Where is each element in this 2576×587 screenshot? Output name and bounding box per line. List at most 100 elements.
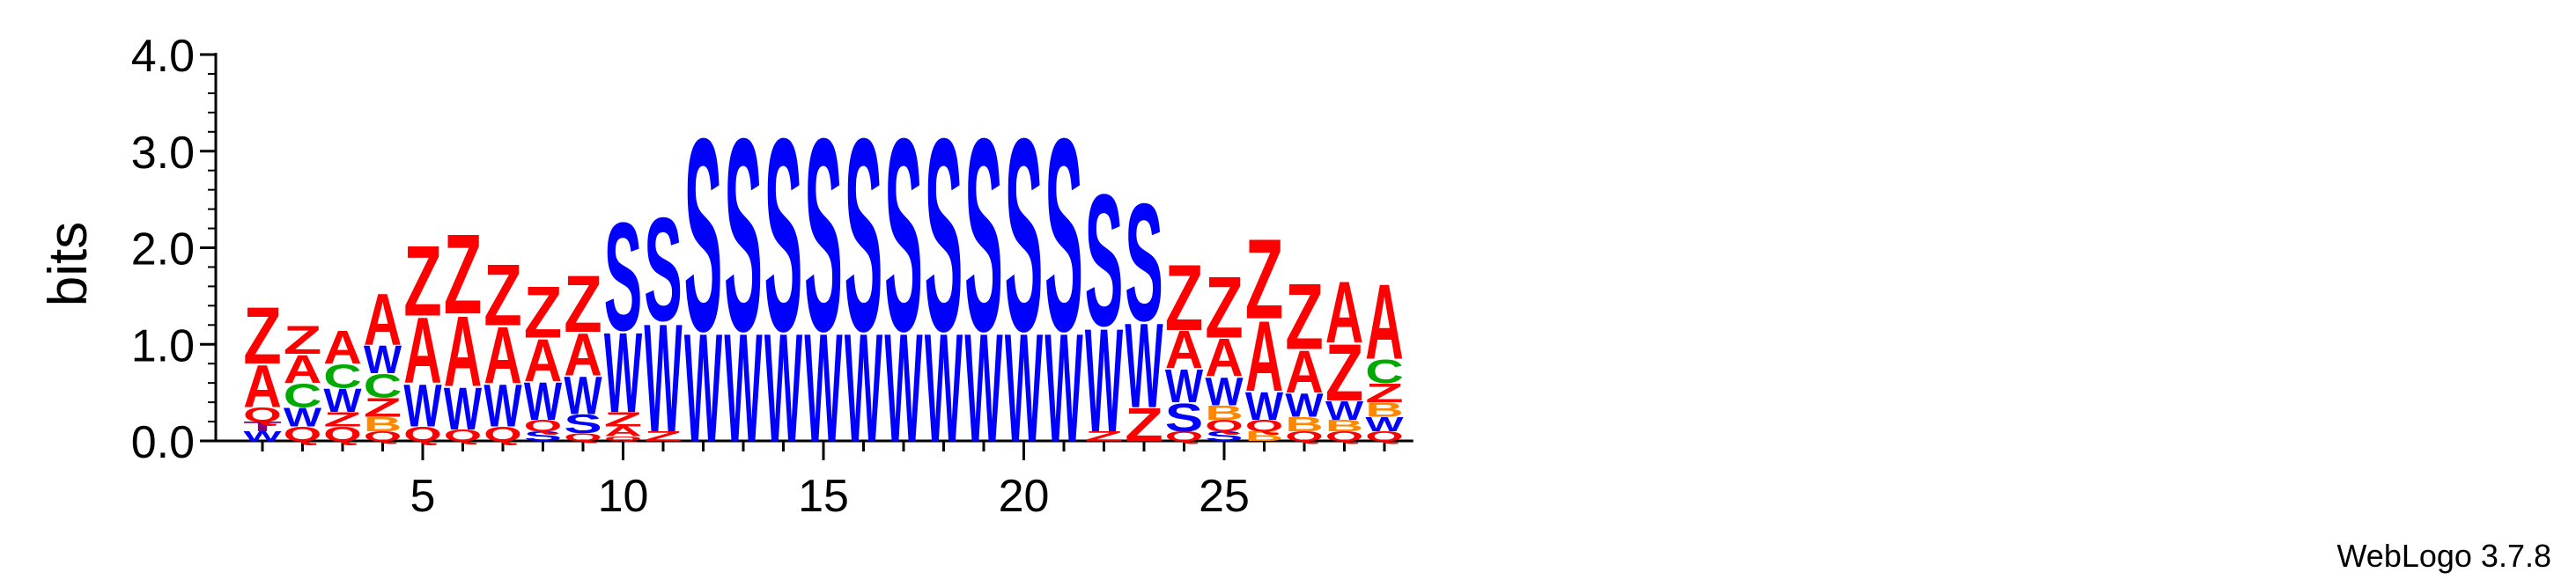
y-axis: 0.01.02.03.04.0: [131, 31, 218, 468]
x-tick-label: 10: [598, 471, 649, 522]
logo-letter-w: W: [964, 303, 1002, 475]
logo-letter-s: S: [684, 81, 722, 388]
logo-letter-a: A: [403, 299, 441, 403]
logo-letter-w: W: [1125, 297, 1163, 433]
logo-letter-a: A: [284, 348, 322, 392]
logo-letter-z: Z: [524, 272, 562, 354]
logo-letter-q: Q: [1245, 416, 1283, 435]
logo-letter-c: C: [323, 357, 361, 395]
logo-letter-z: Z: [1205, 260, 1243, 356]
logo-letter-w: W: [524, 372, 562, 432]
logo-letter-a: A: [1165, 319, 1203, 379]
logo-letter-a: A: [1205, 327, 1243, 387]
logo-letter-q: Q: [444, 426, 482, 444]
logo-letter-w: W: [804, 303, 842, 475]
logo-letter-w: W: [243, 429, 282, 444]
logo-letter-z: Z: [1245, 216, 1283, 343]
logo-letter-s: S: [1205, 429, 1243, 444]
logo-letter-w: W: [604, 309, 642, 437]
logo-letter-z: Z: [1125, 400, 1163, 451]
y-tick-label: 4.0: [131, 31, 195, 82]
letter-stacks: WTQAZQWCAZQZWCAQBZCWAQWAZQWAZQWAZSQWAZQS…: [243, 81, 1404, 474]
logo-letter-b: B: [1205, 401, 1244, 424]
logo-letter-q: Q: [1165, 429, 1203, 444]
logo-letter-z: Z: [444, 211, 482, 339]
logo-letter-q: Q: [1365, 429, 1403, 444]
logo-letter-q: Q: [1205, 416, 1243, 435]
logo-letter-s: S: [964, 81, 1002, 388]
logo-letter-b: B: [1245, 429, 1284, 444]
logo-letter-w: W: [684, 303, 722, 475]
logo-letter-w: W: [444, 376, 482, 443]
logo-letter-q: Q: [403, 423, 441, 446]
logo-letter-w: W: [483, 372, 521, 439]
logo-letter-w: W: [644, 293, 682, 466]
logo-letter-w: W: [1085, 299, 1123, 464]
logo-letter-s: S: [1085, 156, 1123, 365]
logo-letter-w: W: [724, 303, 762, 475]
y-tick-label: 2.0: [131, 224, 195, 275]
logo-letter-z: Z: [284, 318, 321, 363]
logo-letter-z: Z: [1285, 265, 1323, 370]
logo-letter-w: W: [845, 303, 882, 475]
logo-letter-z: Z: [483, 247, 521, 344]
logo-letter-z: Z: [243, 292, 281, 382]
logo-letter-s: S: [1005, 81, 1043, 388]
logo-letter-z: Z: [1325, 328, 1363, 418]
logo-letter-q: Q: [243, 404, 281, 427]
logo-letter-s: S: [764, 81, 802, 388]
x-tick-label: 5: [410, 471, 436, 522]
logo-letter-s: S: [884, 81, 922, 388]
logo-letter-q: Q: [284, 423, 321, 446]
logo-letter-s: S: [564, 409, 602, 439]
logo-letter-z: Z: [323, 408, 361, 431]
logo-letter-w: W: [1245, 384, 1284, 429]
logo-letter-s: S: [804, 81, 842, 388]
logo-letter-z: Z: [403, 225, 441, 337]
logo-letter-w: W: [1044, 303, 1082, 475]
logo-letter-b: B: [1365, 399, 1404, 422]
logo-letter-q: Q: [604, 435, 642, 442]
logo-letter-q: Q: [1325, 429, 1363, 444]
logo-letter-t: T: [243, 419, 281, 434]
logo-letter-w: W: [884, 303, 922, 475]
logo-letter-s: S: [724, 81, 762, 388]
logo-letter-a: A: [323, 321, 361, 374]
logo-letter-a: A: [524, 327, 562, 394]
logo-letter-a: A: [364, 279, 402, 361]
logo-letter-w: W: [764, 303, 802, 475]
logo-letter-a: A: [1245, 300, 1283, 413]
logo-letter-w: W: [1325, 396, 1364, 426]
y-tick-label: 1.0: [131, 320, 195, 371]
logo-letter-z: Z: [1085, 429, 1123, 444]
logo-letter-q: Q: [524, 416, 562, 435]
logo-letter-c: C: [284, 377, 321, 415]
x-tick-label: 25: [1199, 471, 1250, 522]
logo-letter-a: A: [483, 312, 521, 401]
logo-letter-a: A: [564, 321, 602, 389]
logo-letter-a: A: [1285, 338, 1323, 406]
logo-letter-c: C: [364, 367, 402, 405]
logo-letter-s: S: [925, 81, 963, 388]
logo-letter-a: A: [1365, 263, 1403, 383]
logo-letter-s: S: [1125, 170, 1163, 357]
logo-letter-s: S: [1044, 81, 1082, 388]
logo-letter-z: Z: [364, 393, 402, 423]
logo-letter-w: W: [564, 366, 602, 426]
logo-letter-w: W: [1165, 360, 1203, 413]
logo-letter-z: Z: [564, 260, 602, 350]
logo-letter-a: A: [444, 296, 482, 408]
logo-letter-b: B: [364, 413, 402, 436]
logo-letter-q: Q: [323, 423, 361, 446]
logo-letter-s: S: [604, 191, 643, 363]
logo-letter-z: Z: [604, 408, 642, 431]
y-axis-label: bits: [38, 222, 99, 306]
logo-letter-q: Q: [564, 431, 602, 444]
logo-letter-w: W: [1285, 386, 1323, 424]
logo-letter-a: A: [604, 424, 643, 439]
logo-letter-s: S: [524, 429, 562, 444]
logo-letter-w: W: [403, 372, 441, 439]
logo-letter-w: W: [364, 337, 402, 382]
